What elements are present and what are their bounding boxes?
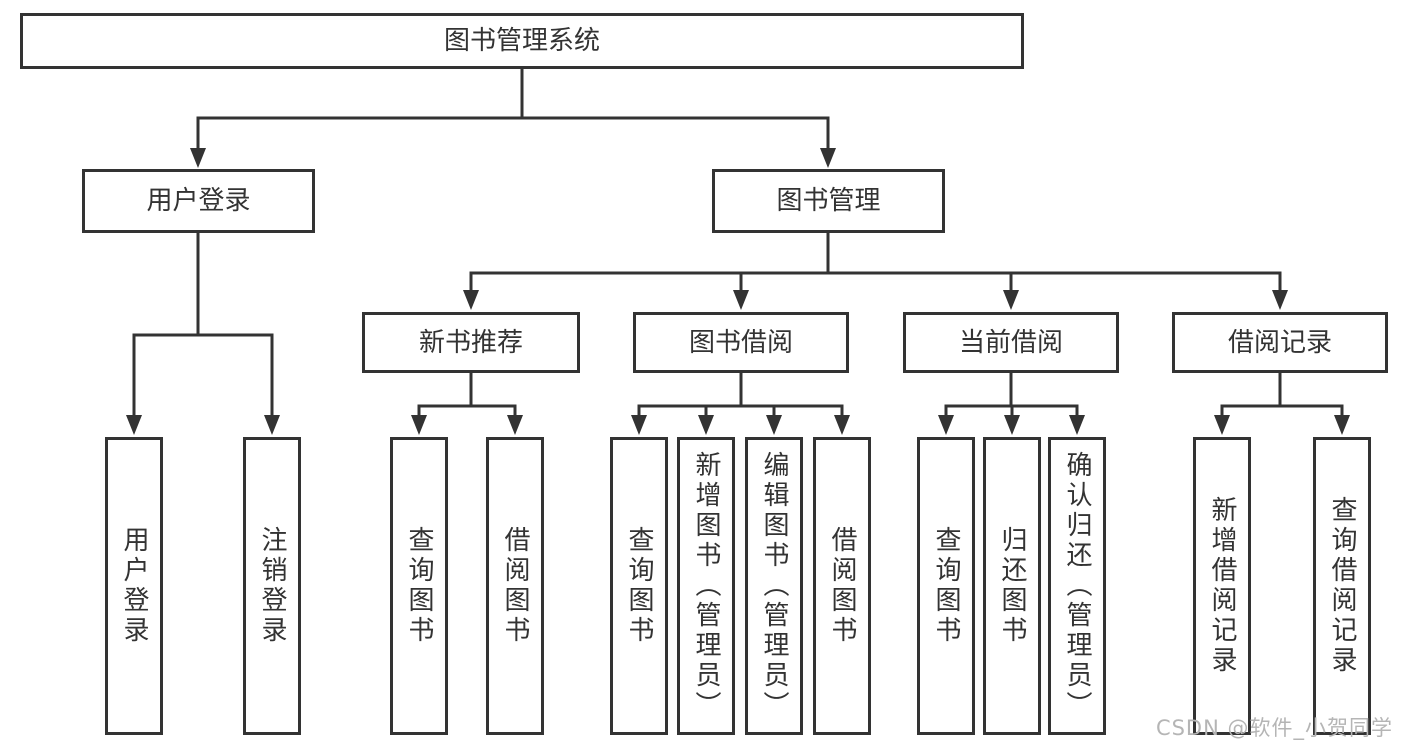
node-label: 图书管理系统 xyxy=(443,26,600,56)
node-library-management-system: 图书管理系统 xyxy=(20,13,1024,69)
leaf-borrow-books-borrowing: 借阅图书 xyxy=(813,437,871,735)
node-label: 用户登录 xyxy=(146,186,251,216)
leaf-add-books-admin: 新增图书（管理员） xyxy=(677,437,735,735)
leaf-query-borrowing-record: 查询借阅记录 xyxy=(1313,437,1371,735)
leaf-return-books: 归还图书 xyxy=(983,437,1041,735)
node-new-book-recommendation: 新书推荐 xyxy=(362,312,580,373)
leaf-query-books-borrowing: 查询图书 xyxy=(610,437,668,735)
node-user-login: 用户登录 xyxy=(82,169,315,233)
leaf-query-books-recommend: 查询图书 xyxy=(390,437,448,735)
leaf-logout: 注销登录 xyxy=(243,437,301,735)
node-label: 借阅记录 xyxy=(1227,327,1332,358)
leaf-user-login: 用户登录 xyxy=(105,437,163,735)
leaf-label: 借阅图书 xyxy=(827,526,857,646)
leaf-label: 查询图书 xyxy=(624,526,654,646)
leaf-label: 查询借阅记录 xyxy=(1327,496,1357,676)
leaf-label: 借阅图书 xyxy=(500,526,530,646)
node-label: 图书管理 xyxy=(776,186,881,216)
node-label: 图书借阅 xyxy=(688,327,793,358)
node-label: 当前借阅 xyxy=(958,327,1063,358)
node-borrowing-records: 借阅记录 xyxy=(1172,312,1388,373)
leaf-label: 查询图书 xyxy=(404,526,434,646)
leaf-label: 编辑图书（管理员） xyxy=(759,451,789,721)
leaf-query-books-current: 查询图书 xyxy=(917,437,975,735)
leaf-confirm-return-admin: 确认归还（管理员） xyxy=(1048,437,1106,735)
leaf-borrow-books-recommend: 借阅图书 xyxy=(486,437,544,735)
node-book-borrowing: 图书借阅 xyxy=(633,312,849,373)
leaf-label: 用户登录 xyxy=(119,526,149,646)
leaf-label: 注销登录 xyxy=(257,526,287,646)
leaf-label: 归还图书 xyxy=(997,526,1027,646)
node-current-borrowing: 当前借阅 xyxy=(903,312,1119,373)
leaf-label: 确认归还（管理员） xyxy=(1062,451,1092,721)
leaf-label: 查询图书 xyxy=(931,526,961,646)
node-book-management: 图书管理 xyxy=(712,169,945,233)
leaf-add-borrowing-record: 新增借阅记录 xyxy=(1193,437,1251,735)
leaf-label: 新增图书（管理员） xyxy=(691,451,721,721)
leaf-edit-books-admin: 编辑图书（管理员） xyxy=(745,437,803,735)
csdn-watermark: CSDN @软件_小贺同学 xyxy=(1155,716,1393,740)
node-label: 新书推荐 xyxy=(418,327,523,358)
leaf-label: 新增借阅记录 xyxy=(1207,496,1237,676)
